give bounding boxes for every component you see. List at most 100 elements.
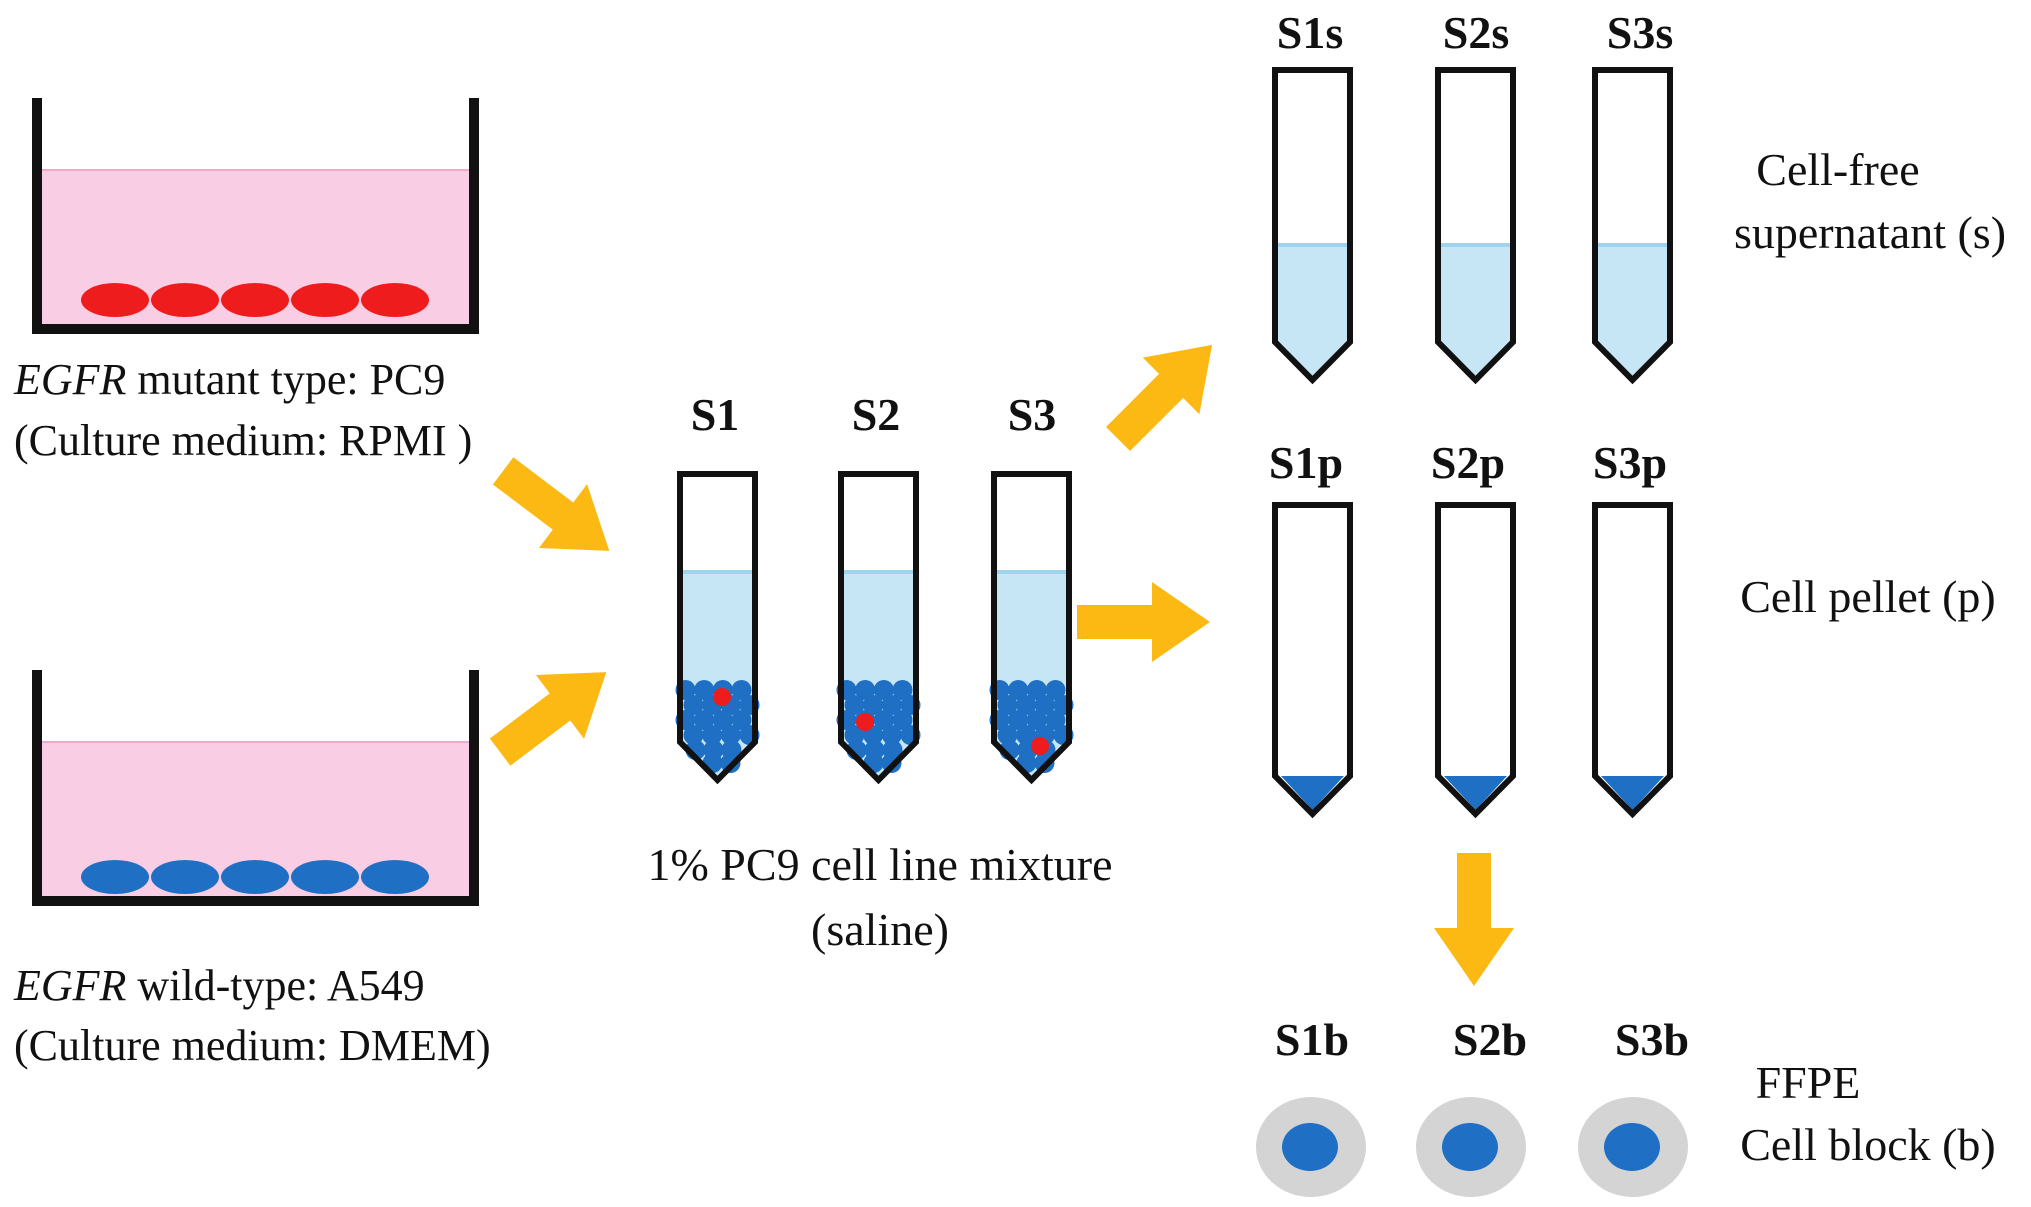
cell-pellet xyxy=(836,680,921,773)
supernatant-tube xyxy=(1592,67,1673,385)
cell xyxy=(1031,737,1049,755)
block-label-s3b: S3b xyxy=(1615,1014,1689,1065)
cell xyxy=(731,710,752,730)
tube-liquid xyxy=(1275,245,1350,380)
arrow-wildtype-to-mixture xyxy=(476,640,631,785)
pellet-label: Cell pellet (p) xyxy=(1740,571,1995,622)
cell-block xyxy=(1256,1097,1366,1197)
mixture-tube xyxy=(675,471,760,785)
cell xyxy=(855,680,876,700)
cell xyxy=(881,725,902,745)
cell xyxy=(702,725,723,745)
label-wildtype-medium: (Culture medium: DMEM) xyxy=(14,1021,491,1070)
cell xyxy=(1045,710,1066,730)
cell xyxy=(892,680,913,700)
supernatant-tube xyxy=(1435,67,1516,385)
tube-label-s2s: S2s xyxy=(1443,7,1509,58)
dish-wall-wildtype xyxy=(32,670,479,906)
cell-block xyxy=(1578,1097,1688,1197)
cell xyxy=(720,725,741,745)
cell xyxy=(221,283,289,317)
cell xyxy=(1016,725,1037,745)
tube-label-s3s: S3s xyxy=(1607,7,1673,58)
cell xyxy=(713,688,731,706)
tube-outline xyxy=(677,471,758,785)
block-label-s1b: S1b xyxy=(1275,1014,1349,1065)
tube-label-s1p: S1p xyxy=(1269,437,1343,488)
arrow-to-supernatant xyxy=(1089,316,1241,468)
tube-liquid xyxy=(1438,245,1513,380)
cell xyxy=(1008,680,1029,700)
cell xyxy=(683,725,704,745)
supernatant-label-line1: Cell-free xyxy=(1756,144,1919,195)
cell xyxy=(81,860,149,894)
supernatant-label-line2: supernatant (s) xyxy=(1734,207,2006,258)
mixture-caption-line2: (saline) xyxy=(811,904,949,955)
mixture-tube xyxy=(989,471,1074,785)
tube-label-s3: S3 xyxy=(1008,389,1057,440)
cell xyxy=(1026,710,1047,730)
tube-outline xyxy=(1592,67,1673,385)
cell xyxy=(151,860,219,894)
tube-outline xyxy=(838,471,919,785)
cell xyxy=(81,283,149,317)
cell xyxy=(997,725,1018,745)
mixture-tube xyxy=(836,471,921,785)
cell xyxy=(892,710,913,730)
cell xyxy=(1045,680,1066,700)
tube-label-s1: S1 xyxy=(691,389,740,440)
cell xyxy=(1008,710,1029,730)
culture-dish-wildtype xyxy=(32,670,479,906)
tube-outline xyxy=(1435,502,1516,819)
cell xyxy=(694,710,715,730)
tube-outline xyxy=(1435,67,1516,385)
tube-outline xyxy=(1272,67,1353,385)
cell xyxy=(683,695,704,715)
pellet-tube xyxy=(1592,502,1673,819)
tube-outline xyxy=(1592,502,1673,819)
cell xyxy=(712,710,733,730)
mixture-caption-line1: 1% PC9 cell line mixture xyxy=(647,839,1112,890)
tube-label-s2: S2 xyxy=(852,389,901,440)
arrow-mutant-to-mixture xyxy=(479,438,634,583)
block-label-s2b: S2b xyxy=(1453,1014,1527,1065)
cell-pellet xyxy=(989,680,1074,773)
cell xyxy=(361,283,429,317)
cell xyxy=(1034,695,1055,715)
cell xyxy=(873,710,894,730)
supernatant-tube xyxy=(1272,67,1353,385)
cell xyxy=(881,695,902,715)
cell xyxy=(151,283,219,317)
cell xyxy=(863,695,884,715)
pellet-tube xyxy=(1272,502,1353,819)
cell-block-label-line2: Cell block (b) xyxy=(1740,1119,1996,1170)
cell-block-label-line1: FFPE xyxy=(1756,1057,1861,1108)
tube-pellet xyxy=(1444,776,1507,810)
label-wildtype-type: EGFR wild-type: A549 xyxy=(13,961,425,1010)
cell xyxy=(361,860,429,894)
tube-label-s2p: S2p xyxy=(1431,437,1505,488)
cell-block-group: S1b S2b S3b xyxy=(1256,1014,1689,1197)
mixture-tube-group: S1 S2 S3 xyxy=(675,389,1074,785)
culture-dish-mutant xyxy=(32,98,479,334)
pellet-tube-group: S1p S2p S3p xyxy=(1269,437,1673,819)
arrow-to-pellet xyxy=(1077,582,1210,662)
cell xyxy=(844,725,865,745)
cell xyxy=(1016,695,1037,715)
cell xyxy=(1026,680,1047,700)
pellet-tube xyxy=(1435,502,1516,819)
tube-outline xyxy=(1272,502,1353,819)
dish-wall-mutant xyxy=(32,98,479,334)
tube-label-s3p: S3p xyxy=(1593,437,1667,488)
supernatant-tube-group: S1s S2s S3s xyxy=(1272,7,1673,385)
cell xyxy=(873,680,894,700)
cell-block xyxy=(1416,1097,1526,1197)
label-mutant-medium: (Culture medium: RPMI ) xyxy=(14,416,472,465)
label-mutant-type: EGFR mutant type: PC9 xyxy=(13,355,445,404)
tube-pellet xyxy=(1601,776,1664,810)
cell xyxy=(694,680,715,700)
cell xyxy=(856,713,874,731)
cell xyxy=(731,680,752,700)
tube-outline xyxy=(991,471,1072,785)
